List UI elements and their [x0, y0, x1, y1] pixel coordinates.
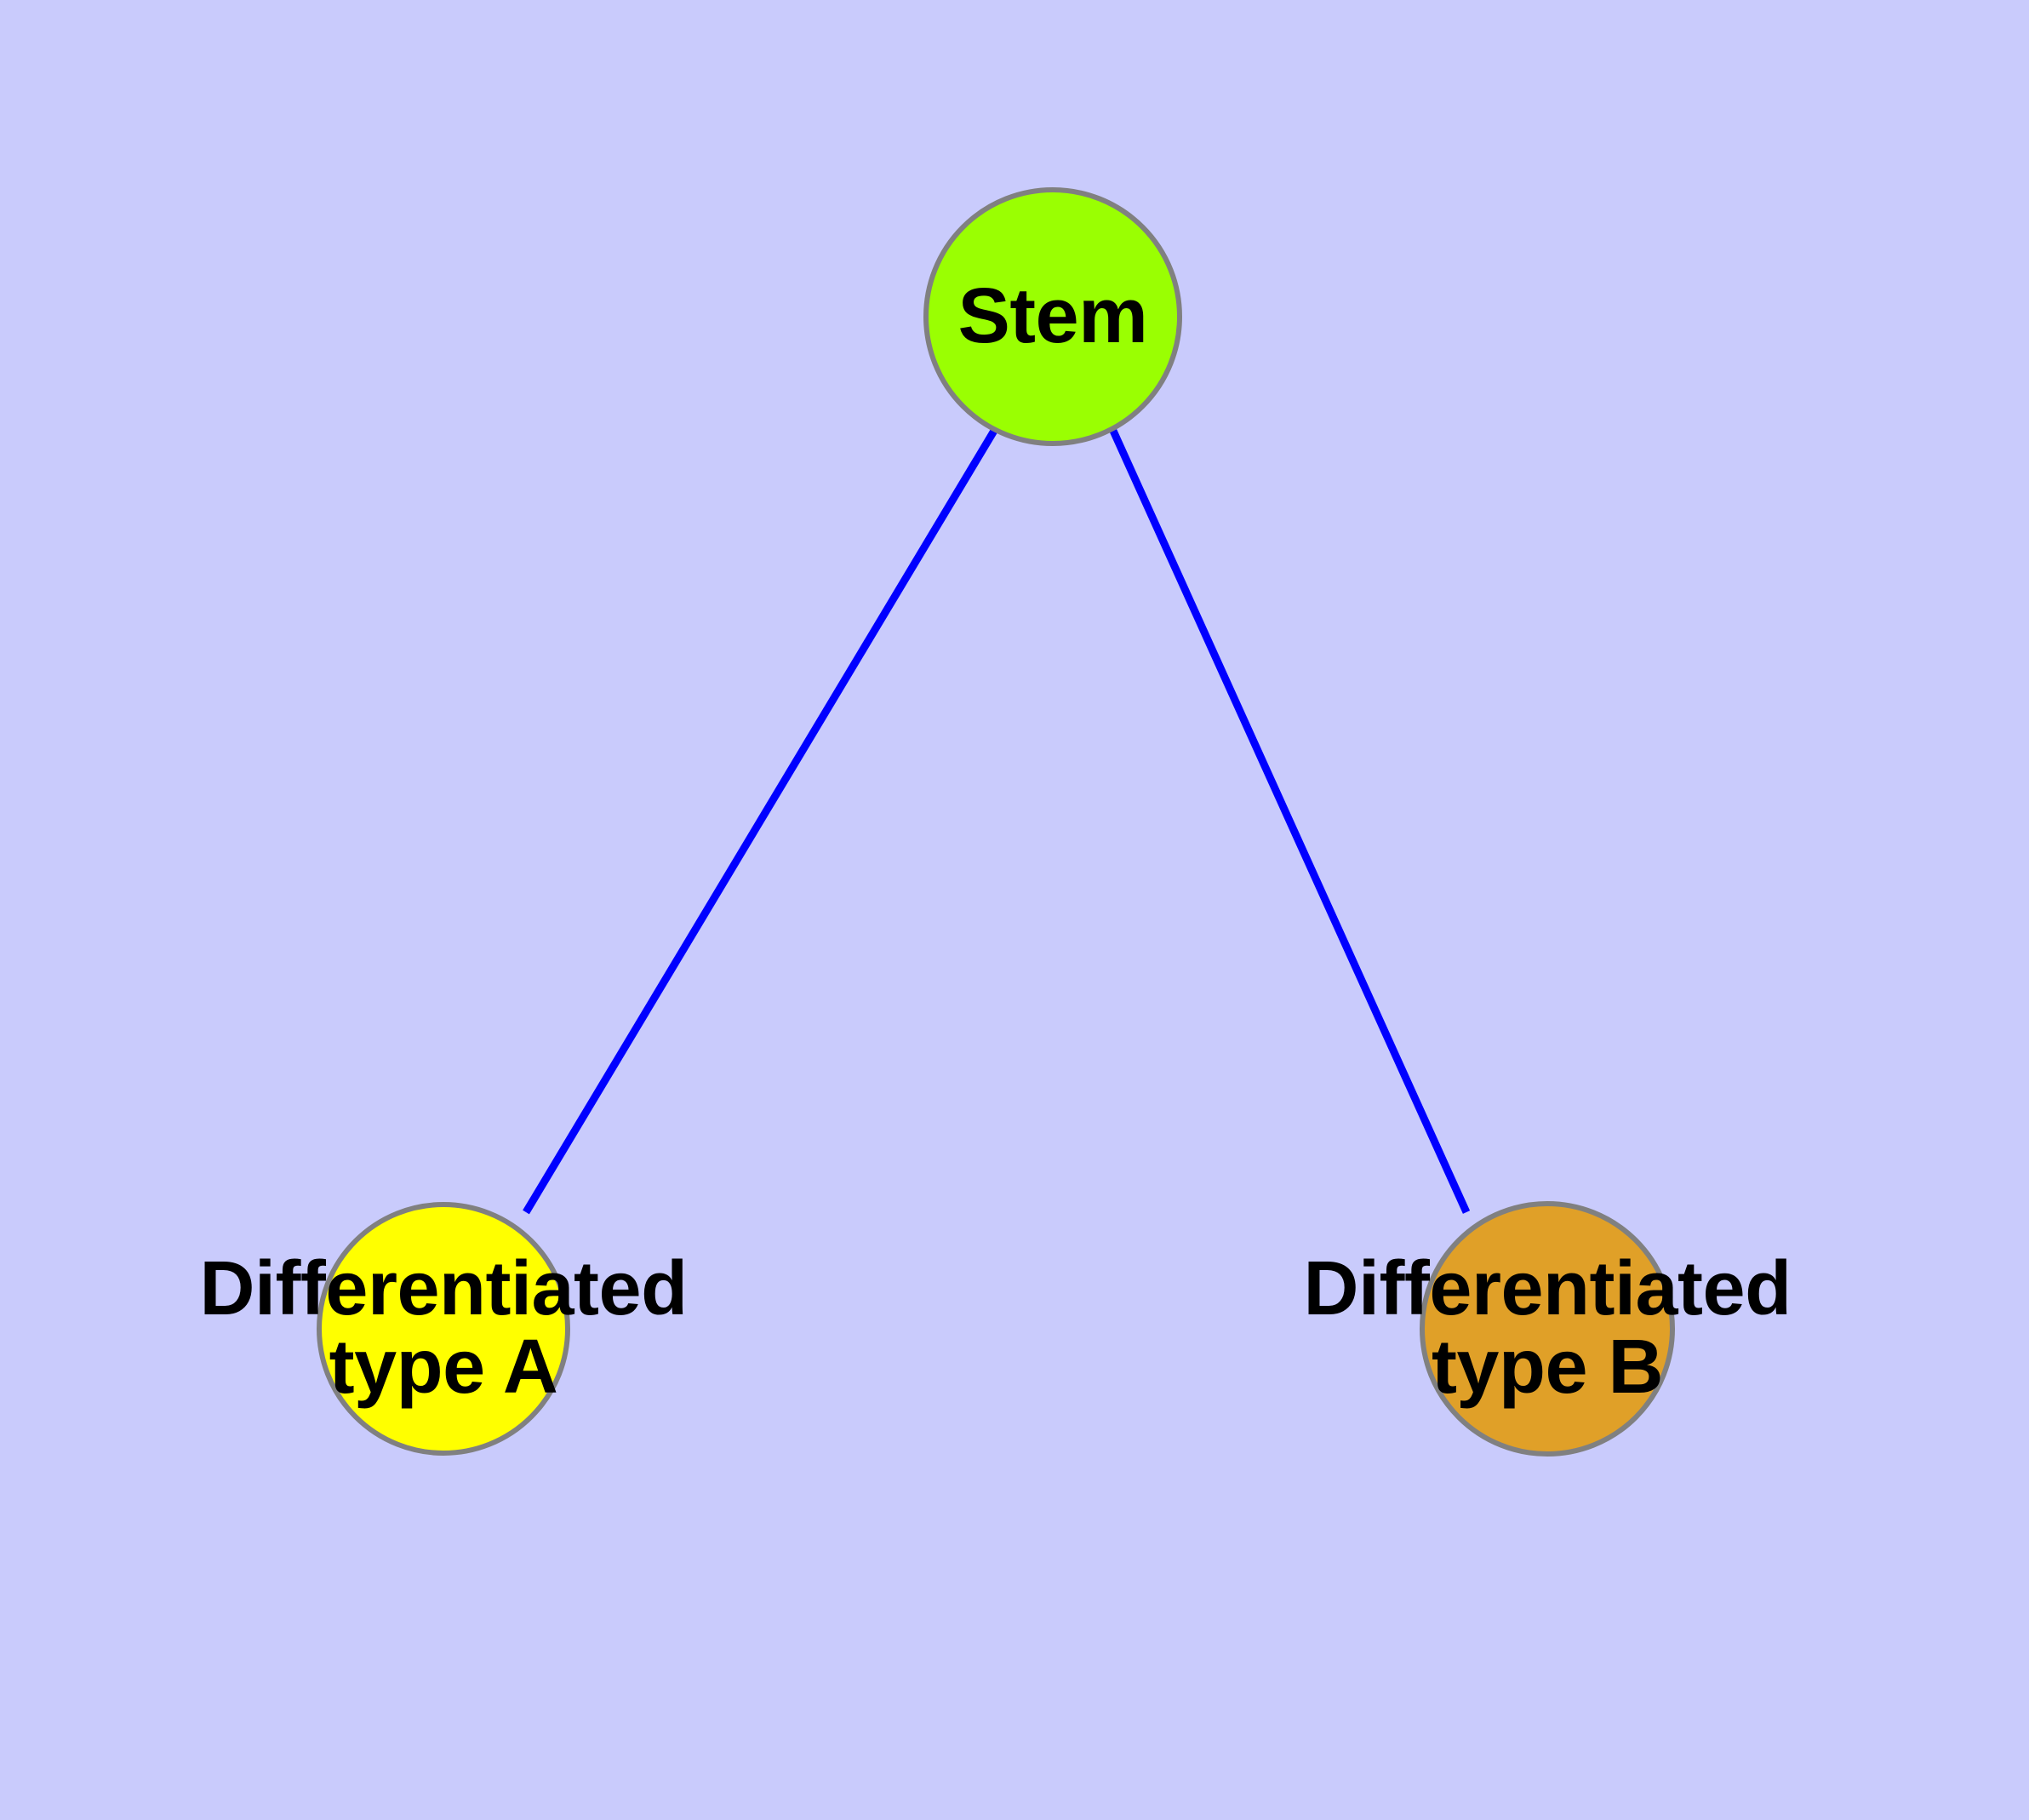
node-stem-circle[interactable] [923, 187, 1182, 446]
edge-stem-to-differentiated-type-a [523, 428, 997, 1215]
edge-layer [523, 428, 1471, 1215]
node-differentiated-type-a-circle[interactable] [317, 1202, 570, 1456]
node-differentiated-type-b-circle[interactable] [1420, 1201, 1675, 1457]
node-layer [317, 187, 1675, 1457]
edge-stem-to-differentiated-type-b [1109, 429, 1471, 1214]
